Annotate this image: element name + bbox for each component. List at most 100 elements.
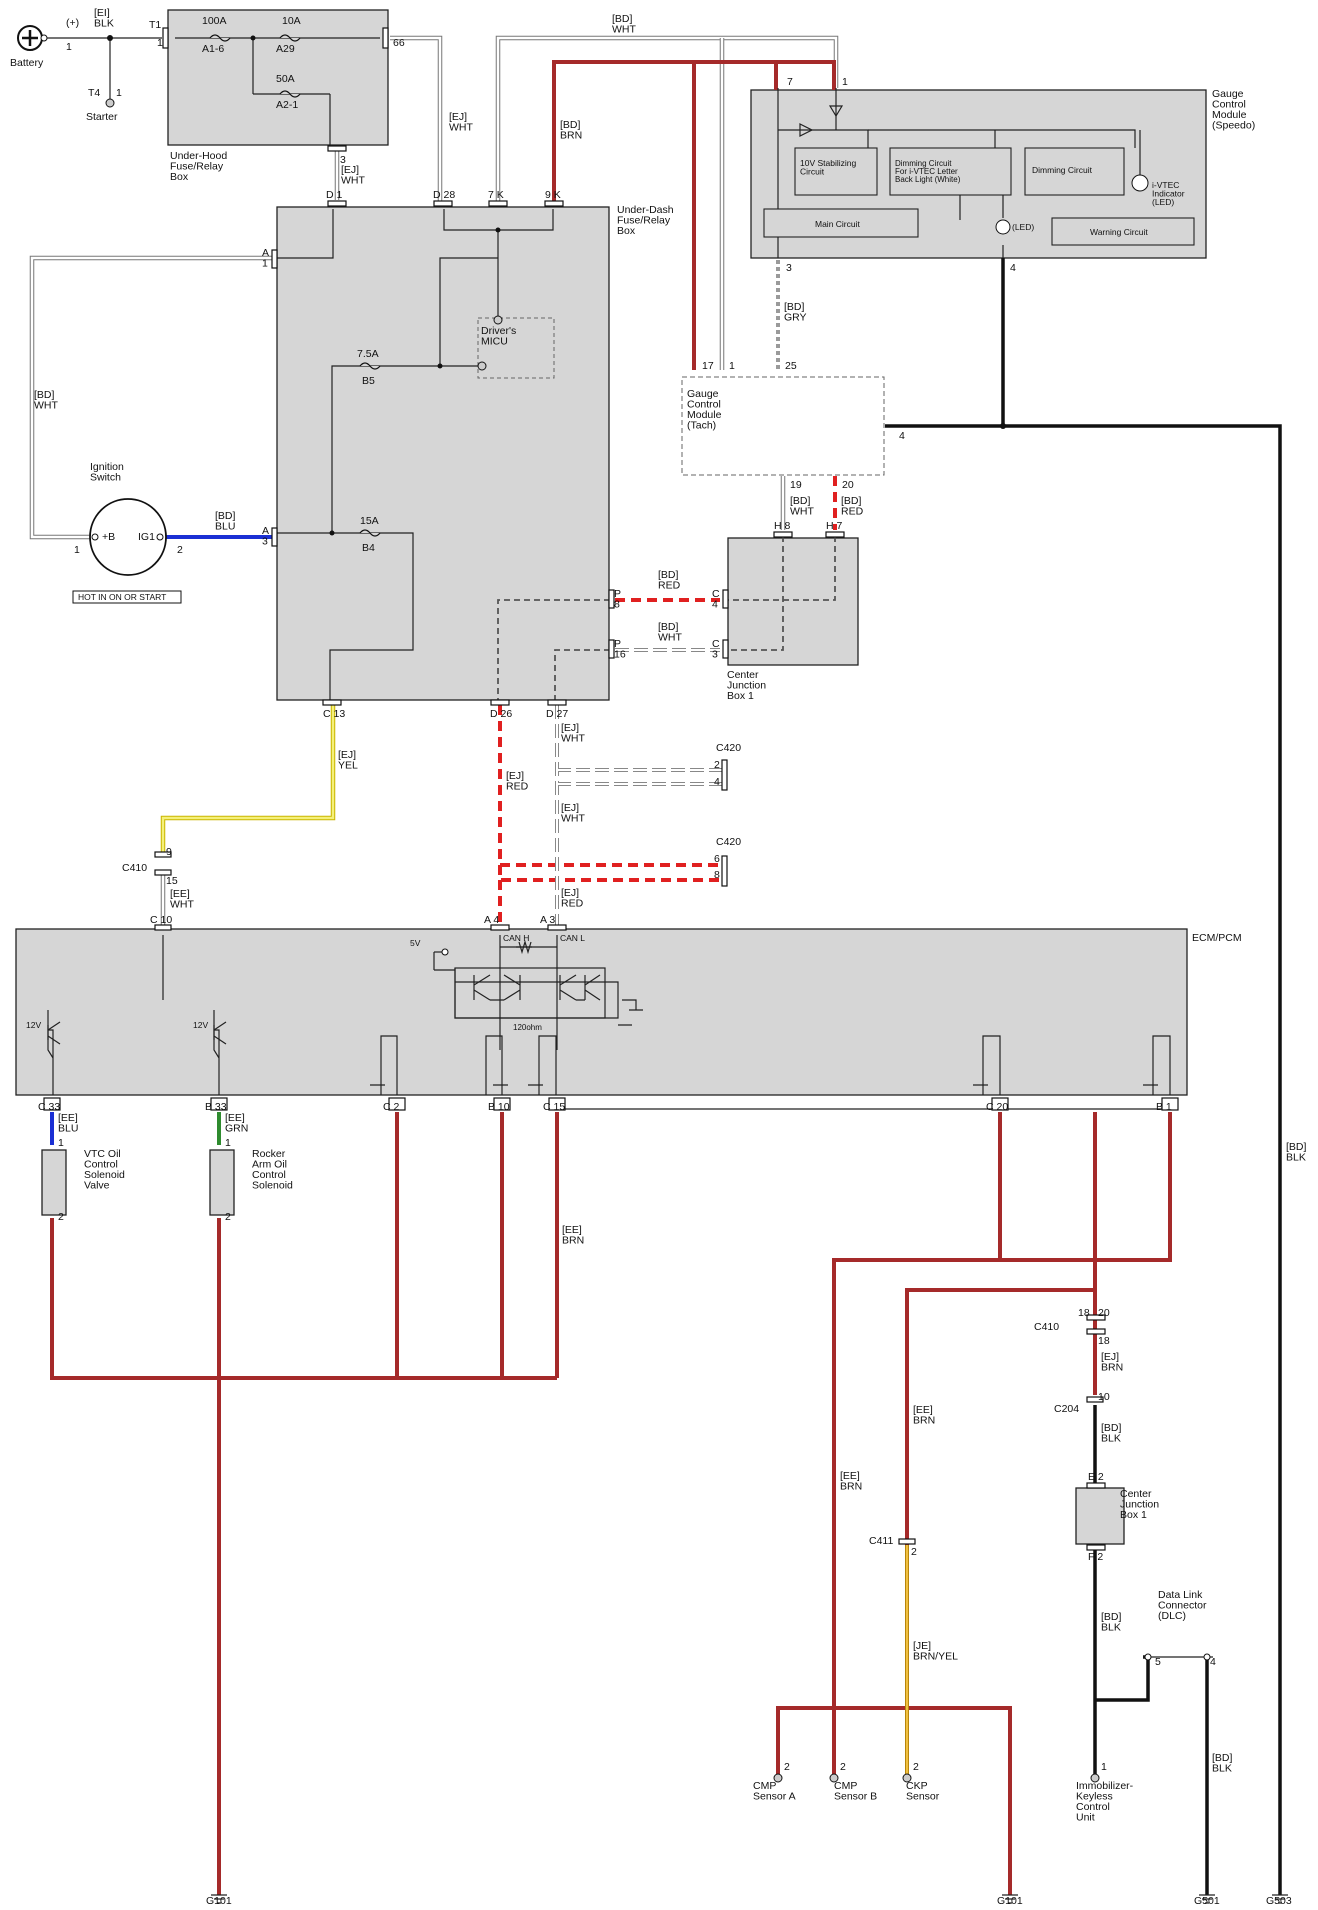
- c410b-pin0: 18: [1078, 1307, 1090, 1319]
- wire-ee-brn-mid-label: [EE]BRN: [562, 1224, 584, 1247]
- c410a-name: C410: [122, 862, 147, 874]
- ignition-term-ig: IG1: [138, 531, 155, 543]
- wire-bd-brn-top: [552, 60, 836, 370]
- fuse-10a-rating: 10A: [282, 15, 301, 27]
- wire-ej-wht-a-label: [EJ]WHT: [449, 111, 473, 134]
- ecm-driver-circuits: [47, 935, 1171, 1095]
- ignition-note: HOT IN ON OR START: [78, 592, 166, 602]
- wire-bd-brn-label: [BD]BRN: [560, 119, 582, 142]
- ecm-resistor: 120ohm: [513, 1023, 542, 1032]
- ecm-label: ECM/PCM: [1192, 932, 1242, 944]
- wire-bd-red-h7-label: [BD]RED: [841, 495, 864, 518]
- rocker-pin2: 2: [225, 1211, 231, 1223]
- starter-terminal-icon: [105, 98, 115, 108]
- speedo-internal-wiring: [777, 88, 1141, 258]
- wire-ej-red-d26: [498, 705, 722, 925]
- stabilizing-circuit: [794, 147, 878, 196]
- wire-bd-red-p8-label: [BD]RED: [658, 569, 681, 592]
- wire-ej-wht-c420-label: [EJ]WHT: [561, 802, 585, 825]
- pin-d28: D 28: [433, 189, 455, 201]
- wire-bd-blk-right-label: [BD]BLK: [1286, 1141, 1307, 1164]
- under-dash-internal-wiring: [277, 209, 554, 700]
- wire-ej-wht-b-label: [EJ]WHT: [341, 164, 365, 187]
- wire-ej-brn-label: [EJ]BRN: [1101, 1351, 1123, 1374]
- starter-pin: 1: [116, 87, 122, 99]
- battery-polarity: (+): [66, 17, 79, 29]
- c410a-pin0: 9: [166, 846, 172, 858]
- speedo-pin1: 1: [842, 76, 848, 88]
- pin-d26: D 26: [490, 708, 512, 720]
- c420a-pin0: 2: [714, 759, 720, 771]
- ecm-pin-a3: A 3: [540, 914, 555, 926]
- cjb-h8: H 8: [774, 520, 791, 532]
- wire-bd-wht-left: [29, 255, 274, 540]
- rocker-solenoid-body: [209, 1149, 235, 1216]
- connector-markers: [43, 27, 1179, 1551]
- dimming-circuit-vtec: [889, 147, 1012, 196]
- ecm-5v: 5V: [410, 938, 421, 948]
- led-icon: [995, 219, 1011, 235]
- vtc-pin2: 2: [58, 1211, 64, 1223]
- speedo-pin4: 4: [1010, 262, 1016, 274]
- c420b-pin0: 6: [714, 853, 720, 865]
- ignition-note-box: [72, 590, 182, 604]
- wire-bd-gry-label: [BD]GRY: [784, 301, 807, 324]
- wire-ej-red-a4-label: [EJ]RED: [561, 887, 584, 910]
- cjb-e2: E 2: [1088, 1471, 1104, 1483]
- speedo-pin3: 3: [786, 262, 792, 274]
- fuse-7-5a-rating: 7.5A: [357, 348, 379, 360]
- ckp-pin: 2: [913, 1761, 919, 1773]
- ecm-pin-b1: B 1: [1156, 1101, 1172, 1113]
- c420a-pin1: 4: [714, 776, 720, 788]
- tach-pin25: 25: [785, 360, 797, 372]
- tach-pin20: 20: [842, 479, 854, 491]
- tach-pin19: 19: [790, 479, 802, 491]
- under-hood-internal-wiring: [175, 35, 380, 148]
- wire-ee-brn-right: [776, 1112, 1172, 1895]
- micu-terminal-icon-2: [477, 361, 487, 371]
- micu-terminal-icon: [493, 315, 503, 325]
- wire-ej-yel-label: [EJ]YEL: [338, 749, 358, 772]
- c410a-pin1: 15: [166, 875, 178, 887]
- under-hood-pin-in: 1: [157, 37, 163, 49]
- fuse-15a-rating: 15A: [360, 515, 379, 527]
- ground-g101-right: G101: [997, 1895, 1023, 1907]
- fuse-15a-name: B4: [362, 542, 375, 554]
- cjb-internal-wiring: [725, 536, 836, 651]
- cjb-h7: H 7: [826, 520, 843, 532]
- ground-symbols: [211, 1024, 1288, 1904]
- tach-pin17: 17: [702, 360, 714, 372]
- battery-pin: 1: [66, 41, 72, 53]
- dlc-pin5: 5: [1155, 1656, 1161, 1668]
- c204-pin: 10: [1098, 1391, 1110, 1403]
- wire-ej-wht-66-d28: [390, 35, 443, 203]
- ecm-pin-c20: C 20: [986, 1101, 1008, 1113]
- fuse-50a-name: A2-1: [276, 99, 298, 111]
- fuse-100a-rating: 100A: [202, 15, 227, 27]
- fuse-100a-name: A1-6: [202, 43, 224, 55]
- c420b-name: C420: [716, 836, 741, 848]
- wire-ee-grn-label: [EE]GRN: [225, 1112, 248, 1135]
- wire-bd-blu-label: [BD]BLU: [215, 510, 236, 533]
- under-dash-can-wiring: [497, 599, 610, 700]
- vtc-pin1: 1: [58, 1137, 64, 1149]
- warning-circuit-label: Warning Circuit: [1090, 227, 1148, 237]
- ecm-pin-c2: C 2: [383, 1101, 400, 1113]
- cmp-a-pin: 2: [784, 1761, 790, 1773]
- ecm-pin-c33: C 33: [38, 1101, 60, 1113]
- wire-bd-wht-p16-label: [BD]WHT: [658, 621, 682, 644]
